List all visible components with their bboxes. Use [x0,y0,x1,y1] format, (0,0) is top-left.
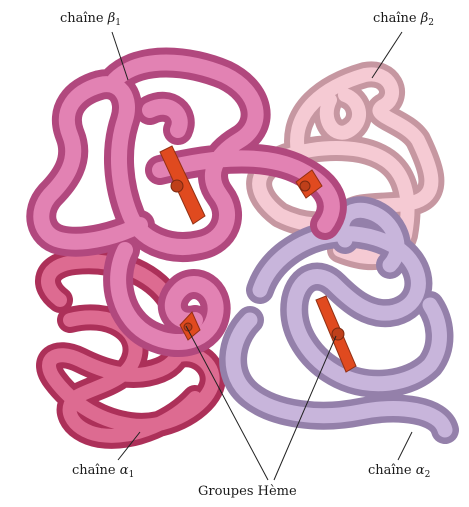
label-alpha2-prefix: chaîne [368,463,412,478]
label-beta2-chain: chaîne β2 [373,12,434,28]
label-beta1-prefix: chaîne [60,11,104,26]
label-alpha1-greek: α [120,463,129,478]
label-alpha2-chain: chaîne α2 [368,464,430,480]
alpha2-chain [233,210,445,430]
leader-line-alpha2 [398,432,412,460]
label-alpha1-prefix: chaîne [72,463,116,478]
label-alpha1-sub: 1 [129,470,135,480]
label-beta1-sub: 1 [115,18,121,28]
label-beta1-chain: chaîne β1 [60,12,121,28]
label-heme-groups: Groupes Hème [198,485,297,498]
label-alpha2-greek: α [416,463,425,478]
label-beta2-prefix: chaîne [373,11,417,26]
label-alpha2-sub: 2 [425,470,431,480]
label-beta2-sub: 2 [428,18,434,28]
label-alpha1-chain: chaîne α1 [72,464,134,480]
